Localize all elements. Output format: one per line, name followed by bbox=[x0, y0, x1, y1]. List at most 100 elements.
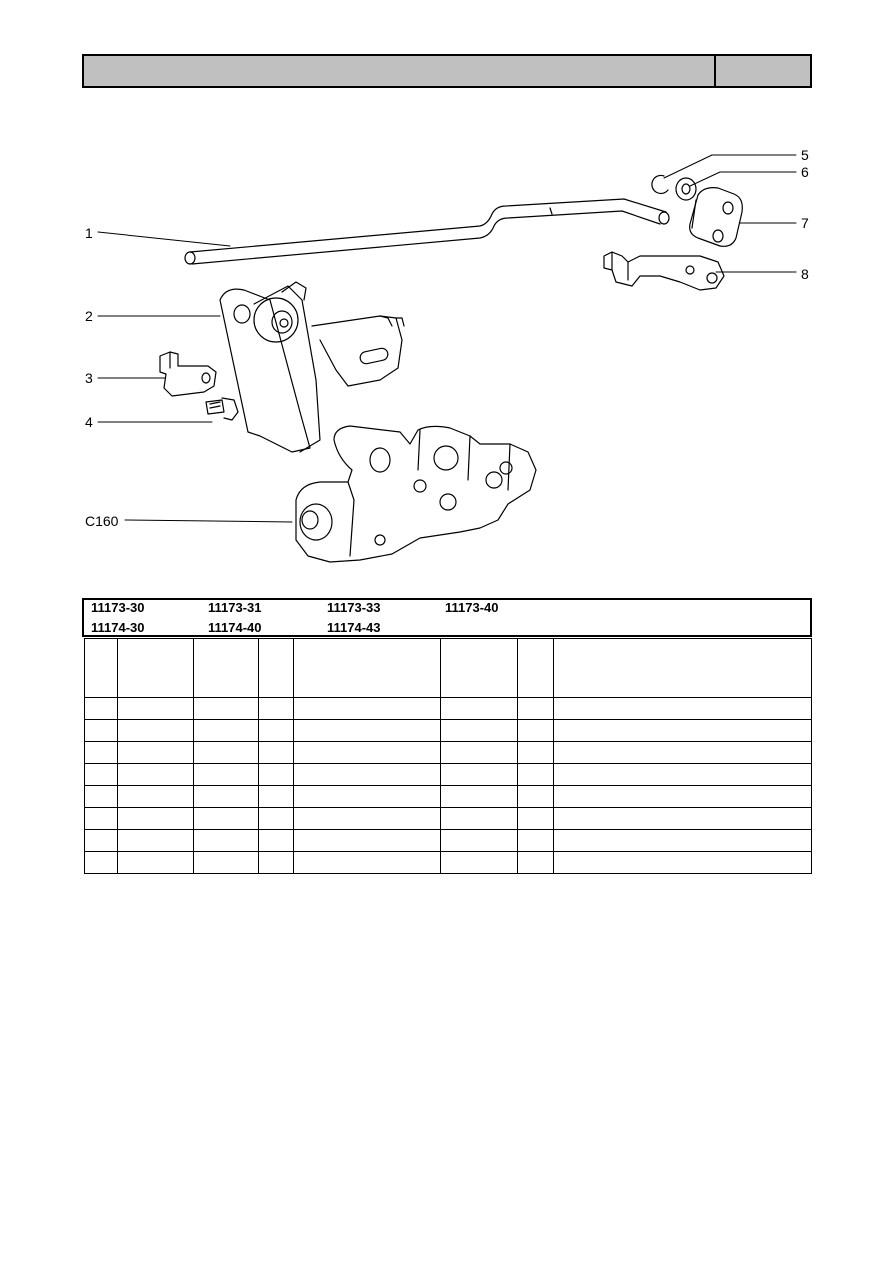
table-header-row bbox=[84, 638, 812, 698]
table-cell bbox=[553, 785, 812, 808]
washer-part-6 bbox=[675, 177, 697, 201]
callout-7: 7 bbox=[801, 215, 809, 231]
callout-3: 3 bbox=[85, 370, 93, 386]
table-cell bbox=[193, 719, 259, 742]
table-cell bbox=[553, 851, 812, 874]
model-number: 11174-43 bbox=[327, 620, 381, 635]
table-cell bbox=[258, 719, 294, 742]
table-row bbox=[84, 763, 812, 786]
page-header bbox=[82, 54, 812, 88]
clip-part-5 bbox=[651, 174, 669, 195]
table-cell bbox=[517, 807, 554, 830]
table-row bbox=[84, 851, 812, 874]
table-cell bbox=[117, 785, 194, 808]
table-cell bbox=[293, 741, 441, 764]
table-cell bbox=[193, 785, 259, 808]
bushing-part-7 bbox=[689, 187, 743, 247]
parts-table-body bbox=[84, 697, 812, 874]
table-cell bbox=[84, 741, 118, 764]
callout-8: 8 bbox=[801, 266, 809, 282]
model-number: 11173-40 bbox=[445, 600, 499, 615]
leader-lines bbox=[97, 154, 797, 523]
table-cell bbox=[117, 741, 194, 764]
table-cell bbox=[517, 763, 554, 786]
table-cell bbox=[84, 719, 118, 742]
rod-part-1 bbox=[184, 198, 670, 265]
header-page-number bbox=[716, 56, 810, 86]
table-cell bbox=[117, 719, 194, 742]
table-cell bbox=[84, 763, 118, 786]
table-cell bbox=[440, 697, 518, 720]
model-number: 11173-33 bbox=[327, 600, 381, 615]
table-cell bbox=[193, 697, 259, 720]
table-row bbox=[84, 697, 812, 720]
table-cell bbox=[553, 807, 812, 830]
header-cell bbox=[193, 638, 259, 698]
table-cell bbox=[193, 807, 259, 830]
table-cell bbox=[440, 785, 518, 808]
table-cell bbox=[117, 829, 194, 852]
callout-2: 2 bbox=[85, 308, 93, 324]
table-cell bbox=[517, 697, 554, 720]
table-cell bbox=[553, 763, 812, 786]
table-cell bbox=[553, 719, 812, 742]
table-cell bbox=[553, 829, 812, 852]
table-cell bbox=[293, 719, 441, 742]
table-cell bbox=[293, 829, 441, 852]
table-cell bbox=[440, 829, 518, 852]
table-cell bbox=[293, 807, 441, 830]
table-cell bbox=[117, 807, 194, 830]
header-cell bbox=[517, 638, 554, 698]
table-cell bbox=[293, 697, 441, 720]
table-cell bbox=[440, 741, 518, 764]
table-cell bbox=[517, 829, 554, 852]
table-row bbox=[84, 719, 812, 742]
table-cell bbox=[117, 763, 194, 786]
table-cell bbox=[84, 697, 118, 720]
table-cell bbox=[517, 785, 554, 808]
table-cell bbox=[440, 851, 518, 874]
table-cell bbox=[258, 785, 294, 808]
table-cell bbox=[117, 851, 194, 874]
parts-illustration bbox=[97, 154, 797, 563]
table-cell bbox=[293, 763, 441, 786]
table-cell bbox=[258, 807, 294, 830]
table-cell bbox=[440, 719, 518, 742]
bolt-part-4 bbox=[205, 397, 239, 421]
parts-table bbox=[84, 638, 812, 874]
table-cell bbox=[517, 851, 554, 874]
table-cell bbox=[193, 829, 259, 852]
callout-5: 5 bbox=[801, 147, 809, 163]
header-cell bbox=[293, 638, 441, 698]
header-cell bbox=[258, 638, 294, 698]
table-cell bbox=[293, 785, 441, 808]
table-cell bbox=[258, 763, 294, 786]
regulator-c160 bbox=[295, 425, 537, 563]
table-cell bbox=[517, 719, 554, 742]
table-cell bbox=[193, 851, 259, 874]
model-number: 11174-30 bbox=[91, 620, 145, 635]
table-row bbox=[84, 829, 812, 852]
callout-1: 1 bbox=[85, 225, 93, 241]
callout-c160: C160 bbox=[85, 513, 119, 529]
table-cell bbox=[553, 741, 812, 764]
table-cell bbox=[517, 741, 554, 764]
header-cell bbox=[84, 638, 118, 698]
header-cell bbox=[117, 638, 194, 698]
model-number: 11173-30 bbox=[91, 600, 145, 615]
table-cell bbox=[117, 697, 194, 720]
header-title bbox=[84, 56, 716, 86]
callout-6: 6 bbox=[801, 164, 809, 180]
table-cell bbox=[553, 697, 812, 720]
table-cell bbox=[258, 851, 294, 874]
table-cell bbox=[84, 807, 118, 830]
table-cell bbox=[258, 741, 294, 764]
table-row bbox=[84, 807, 812, 830]
bracket-part-3 bbox=[159, 351, 217, 397]
header-cell bbox=[553, 638, 812, 698]
table-cell bbox=[258, 697, 294, 720]
exploded-parts-diagram: 1 2 3 4 C160 5 6 7 8 bbox=[0, 100, 893, 590]
lever-part-2 bbox=[219, 281, 405, 453]
table-cell bbox=[84, 785, 118, 808]
table-cell bbox=[440, 807, 518, 830]
